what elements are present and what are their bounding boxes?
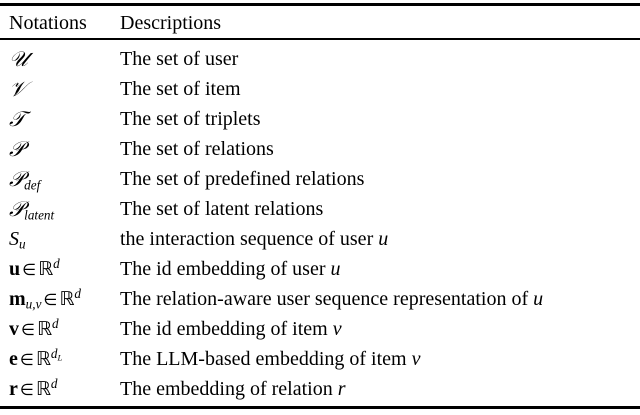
table-row: u∈ℝd The id embedding of user u: [0, 254, 640, 284]
table-row: v∈ℝd The id embedding of item v: [0, 314, 640, 344]
description-cell: The LLM-based embedding of item v: [120, 348, 421, 370]
table-row: 𝒫 The set of relations: [0, 134, 640, 164]
description-cell: The id embedding of item v: [120, 318, 342, 340]
description-cell: The set of predefined relations: [120, 168, 365, 190]
description-cell: The id embedding of user u: [120, 258, 341, 280]
description-cell: the interaction sequence of user u: [120, 228, 389, 250]
notation-cell: 𝒯: [9, 107, 26, 131]
table-row: r∈ℝd The embedding of relation r: [0, 374, 640, 404]
table-body: 𝒰 The set of user 𝒱 The set of item 𝒯 Th…: [0, 44, 640, 404]
header-cell-descriptions: Descriptions: [120, 12, 222, 34]
notation-cell: u∈ℝd: [9, 256, 60, 280]
description-cell: The set of user: [120, 48, 239, 70]
table-row: 𝒯 The set of triplets: [0, 104, 640, 134]
notation-cell: 𝒰: [9, 47, 28, 71]
notation-cell: Su: [9, 228, 26, 252]
table-row: 𝒫def The set of predefined relations: [0, 164, 640, 194]
description-cell: The set of latent relations: [120, 198, 324, 220]
description-cell: The relation-aware user sequence represe…: [120, 288, 544, 310]
notation-cell: r∈ℝd: [9, 376, 58, 400]
table-bottom-rule: [0, 406, 640, 409]
table-row: mu,v∈ℝd The relation-aware user sequence…: [0, 284, 640, 314]
table-row: 𝒰 The set of user: [0, 44, 640, 74]
notation-cell: v∈ℝd: [9, 316, 59, 340]
table-row: e∈ℝdL The LLM-based embedding of item v: [0, 344, 640, 374]
table-header-row: Notations Descriptions: [0, 9, 640, 37]
header-cell-notations: Notations: [9, 12, 87, 34]
notation-cell: 𝒫def: [9, 167, 41, 193]
table-row: 𝒱 The set of item: [0, 74, 640, 104]
description-cell: The set of relations: [120, 138, 274, 160]
description-cell: The set of triplets: [120, 108, 261, 130]
table-row: Su the interaction sequence of user u: [0, 224, 640, 254]
table-top-rule: [0, 3, 640, 6]
notation-cell: 𝒫: [9, 137, 25, 161]
table-header-rule: [0, 38, 640, 40]
description-cell: The set of item: [120, 78, 241, 100]
notation-cell: 𝒱: [9, 77, 27, 101]
notation-cell: mu,v∈ℝd: [9, 286, 82, 312]
description-cell: The embedding of relation r: [120, 378, 346, 400]
table-row: 𝒫latent The set of latent relations: [0, 194, 640, 224]
notation-cell: 𝒫latent: [9, 197, 55, 223]
notation-cell: e∈ℝdL: [9, 346, 63, 370]
